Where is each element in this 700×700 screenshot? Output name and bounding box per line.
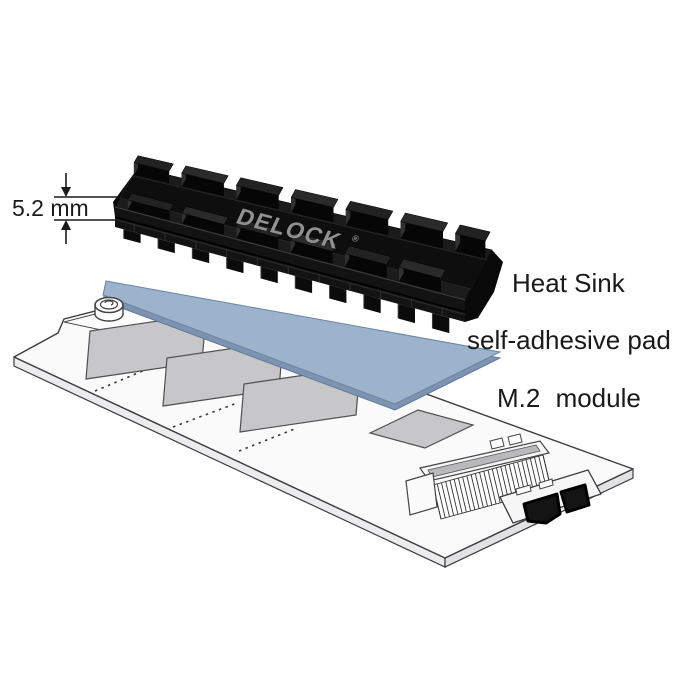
heatsink-fin-feet xyxy=(123,229,450,334)
m2-socket xyxy=(405,433,565,520)
fin-block-side xyxy=(127,199,170,221)
fin-block-top xyxy=(345,200,394,220)
pin xyxy=(445,481,455,516)
fin-block-side xyxy=(236,185,279,210)
label-heat-sink: Heat Sink xyxy=(512,268,626,298)
chip xyxy=(368,409,475,449)
fin-foot xyxy=(261,266,278,284)
fin-foot xyxy=(295,275,313,294)
usb-connector xyxy=(499,469,602,525)
fin-block-side xyxy=(236,226,279,250)
fin-block-top xyxy=(290,232,338,252)
pin xyxy=(474,473,484,508)
dimension-value: 5.2 mm xyxy=(12,195,89,221)
socket-pins xyxy=(432,454,552,520)
fin-block-top xyxy=(127,192,175,212)
fin-block-side xyxy=(455,233,486,259)
fin-foot xyxy=(432,313,450,334)
fin-block-side xyxy=(181,173,224,197)
heatsink-fin-blocks-back xyxy=(133,155,491,259)
fin-block-side xyxy=(290,240,333,264)
socket-latch xyxy=(507,433,523,446)
fin-block-top xyxy=(235,219,283,239)
mounting-screw xyxy=(94,296,124,322)
usb-port-opening-large xyxy=(522,492,562,525)
fin-block-side xyxy=(291,197,334,223)
pin xyxy=(462,476,472,512)
fin-block-side xyxy=(399,267,441,293)
usb-screw-slot xyxy=(538,478,554,490)
fin-foot xyxy=(226,257,244,274)
pin xyxy=(441,482,450,517)
fin-block-top xyxy=(235,177,284,196)
heatsink-fin-blocks-front xyxy=(127,192,446,293)
pin xyxy=(483,471,493,506)
socket-latch xyxy=(489,437,505,450)
pin xyxy=(487,469,497,505)
label-m2-module: M.2 module xyxy=(497,383,641,413)
fin-block-side xyxy=(133,162,170,184)
heatsink-right-end xyxy=(465,250,503,322)
pin xyxy=(491,468,501,503)
pin xyxy=(479,472,488,507)
arrow-down-icon xyxy=(61,187,71,197)
fin-block-top xyxy=(181,206,229,225)
fin-foot xyxy=(329,285,347,304)
fin-foot xyxy=(398,303,415,324)
fin-block-side xyxy=(345,209,389,236)
fin-block-top xyxy=(398,258,446,279)
fin-foot xyxy=(363,294,381,314)
self-adhesive-pad xyxy=(102,280,502,411)
callout-labels: Heat Sink self-adhesive pad M.2 module xyxy=(467,268,671,413)
heatsink-front-lip xyxy=(114,206,466,301)
label-adhesive-pad: self-adhesive pad xyxy=(467,325,671,355)
pad-top xyxy=(102,280,502,405)
pin xyxy=(457,477,467,513)
socket-end-cap xyxy=(405,472,438,516)
heatsink-groove xyxy=(114,216,466,313)
fin-block-top xyxy=(290,189,339,208)
pin xyxy=(453,479,463,514)
fin-foot xyxy=(192,248,210,264)
registered-trademark-icon: ® xyxy=(350,233,361,244)
heat-sink: DELOCK ® xyxy=(113,155,503,334)
fin-block-top xyxy=(400,212,449,232)
fin-block-side xyxy=(182,213,224,235)
pin xyxy=(466,475,476,510)
pin xyxy=(436,483,446,518)
pin xyxy=(449,480,459,515)
usb-port-opening-small xyxy=(559,483,591,514)
fin-block-top xyxy=(181,165,229,184)
pin xyxy=(470,474,480,509)
fin-block-top xyxy=(133,155,174,172)
fin-foot xyxy=(158,238,175,254)
arrow-up-icon xyxy=(61,220,71,230)
dimension-annotation: 5.2 mm xyxy=(12,173,117,244)
fin-block-side xyxy=(344,253,387,279)
fin-block-top xyxy=(454,224,491,242)
usb-screw-slot xyxy=(515,484,532,496)
fin-foot xyxy=(123,229,141,244)
fin-block-top xyxy=(344,245,392,266)
heatsink-groove-highlight xyxy=(114,219,466,315)
fin-block-side xyxy=(400,221,443,249)
